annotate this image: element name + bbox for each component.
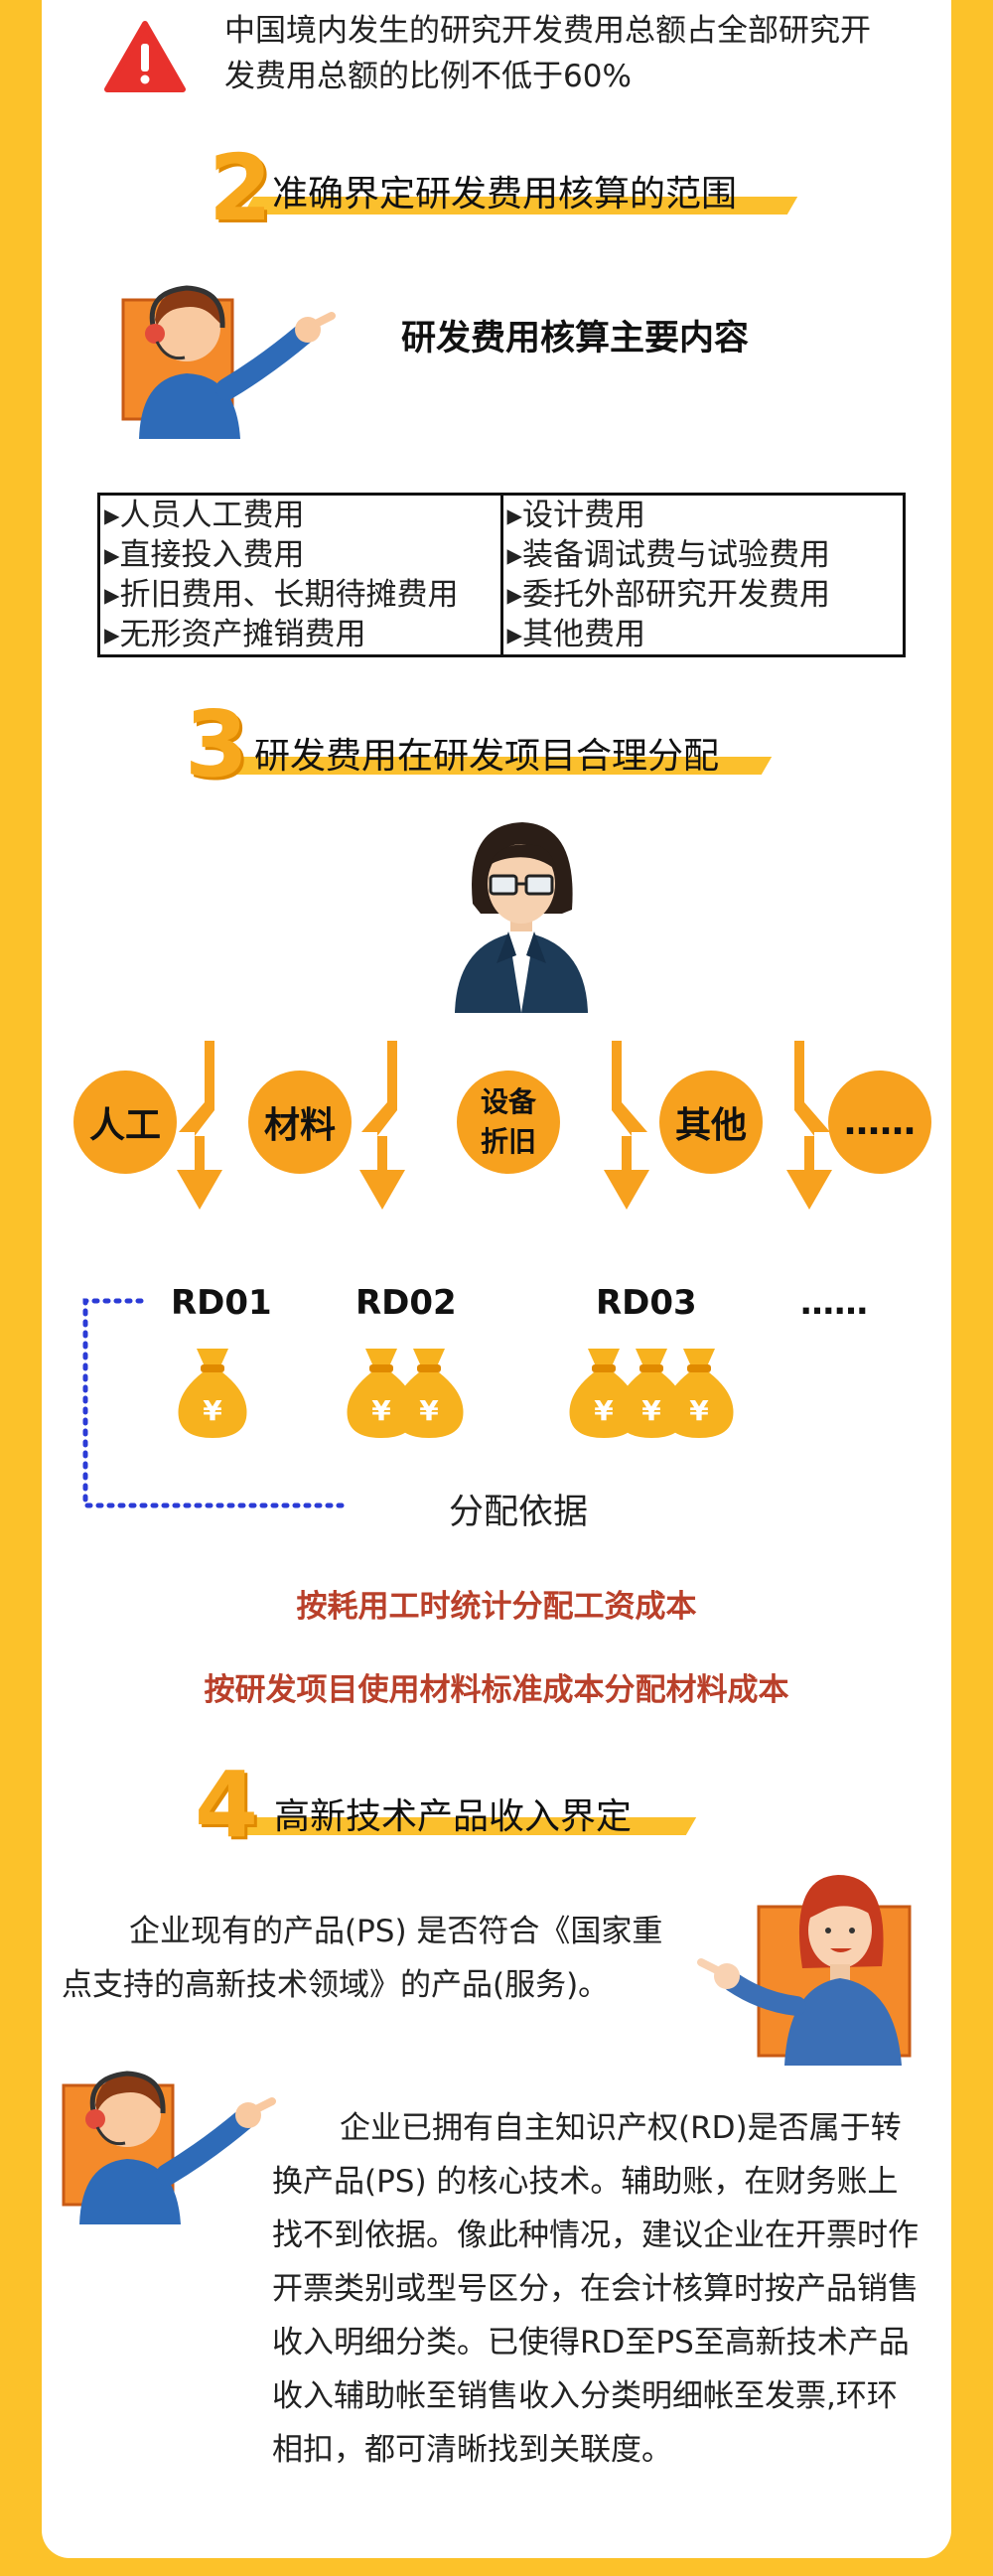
category-material: 材料 — [248, 1071, 352, 1174]
notice-text: 中国境内发生的研究开发费用总额占全部研究开发费用总额的比例不低于60% — [224, 13, 871, 94]
table-cell: ▸委托外部研究开发费用 — [499, 575, 905, 615]
project-rd03: RD03 — [596, 1283, 697, 1323]
table-cell: ▸其他费用 — [499, 615, 905, 656]
money-bag-icon: ¥ — [664, 1349, 734, 1438]
paragraph-product-check: 企业现有的产品(PS) 是否符合《国家重点支持的高新技术领域》的产品(服务)。 — [62, 1914, 663, 2003]
down-arrow-icon — [786, 1041, 832, 1210]
svg-text:¥: ¥ — [371, 1394, 391, 1427]
money-bag-icon: ¥ — [178, 1349, 247, 1438]
svg-text:¥: ¥ — [419, 1394, 439, 1427]
section-3-title: 研发费用在研发项目合理分配 — [254, 736, 720, 777]
category-equipment-depreciation: 设备 折旧 — [457, 1071, 560, 1174]
svg-text:¥: ¥ — [203, 1394, 222, 1427]
section-4-title: 高新技术产品收入界定 — [274, 1796, 633, 1837]
table-row: ▸直接投入费用 ▸装备调试费与试验费用 — [99, 535, 905, 575]
project-more: …… — [800, 1283, 868, 1323]
down-arrow-icon — [177, 1041, 222, 1210]
woman-glasses-illustration — [455, 822, 588, 1013]
section-2-subtitle: 研发费用核算主要内容 — [401, 319, 750, 358]
pointing-woman-illustration — [697, 1875, 912, 2066]
category-labor: 人工 — [73, 1071, 177, 1174]
table-row: ▸无形资产摊销费用 ▸其他费用 — [99, 615, 905, 656]
warning-icon — [104, 21, 186, 92]
money-bag-icon: ¥ — [394, 1349, 464, 1438]
allocation-basis-label: 分配依据 — [449, 1493, 589, 1532]
svg-text:¥: ¥ — [689, 1394, 709, 1427]
allocation-bracket — [82, 1298, 347, 1508]
section-2-title: 准确界定研发费用核算的范围 — [272, 174, 738, 215]
table-cell: ▸直接投入费用 — [104, 537, 305, 573]
project-rd02: RD02 — [355, 1283, 457, 1323]
section-3-number: 3 — [185, 691, 249, 797]
pointing-man-illustration — [121, 285, 336, 439]
paragraph-ip-conversion: 企业已拥有自主知识产权(RD)是否属于转换产品(PS) 的核心技术。辅助账，在财… — [272, 2110, 919, 2468]
svg-text:¥: ¥ — [641, 1394, 661, 1427]
section-3-header: 3 研发费用在研发项目合理分配 — [185, 695, 800, 794]
category-more: …… — [828, 1071, 931, 1174]
rule-labor-cost: 按耗用工时统计分配工资成本 — [296, 1589, 697, 1625]
down-arrow-icon — [359, 1041, 405, 1210]
section-2-header: 2 准确界定研发费用核算的范围 — [209, 139, 804, 238]
pointing-man-illustration — [62, 2071, 276, 2224]
section-4-number: 4 — [195, 1752, 259, 1858]
table-row: ▸人员人工费用 ▸设计费用 — [99, 494, 905, 535]
table-row: ▸折旧费用、长期待摊费用 ▸委托外部研究开发费用 — [99, 575, 905, 615]
category-other: 其他 — [659, 1071, 763, 1174]
section-2-number: 2 — [209, 135, 273, 241]
table-cell: ▸人员人工费用 — [104, 498, 305, 533]
down-arrow-icon — [604, 1041, 649, 1210]
svg-text:¥: ¥ — [594, 1394, 614, 1427]
table-cell: ▸折旧费用、长期待摊费用 — [104, 577, 459, 613]
table-cell: ▸装备调试费与试验费用 — [499, 535, 905, 575]
project-rd01: RD01 — [171, 1283, 272, 1323]
expense-table: ▸人员人工费用 ▸设计费用 ▸直接投入费用 ▸装备调试费与试验费用 ▸折旧费用、… — [97, 493, 906, 657]
table-cell: ▸设计费用 — [499, 494, 905, 535]
rule-material-cost: 按研发项目使用材料标准成本分配材料成本 — [204, 1672, 789, 1708]
section-4-header: 4 高新技术产品收入界定 — [195, 1756, 711, 1855]
table-cell: ▸无形资产摊销费用 — [104, 617, 366, 652]
